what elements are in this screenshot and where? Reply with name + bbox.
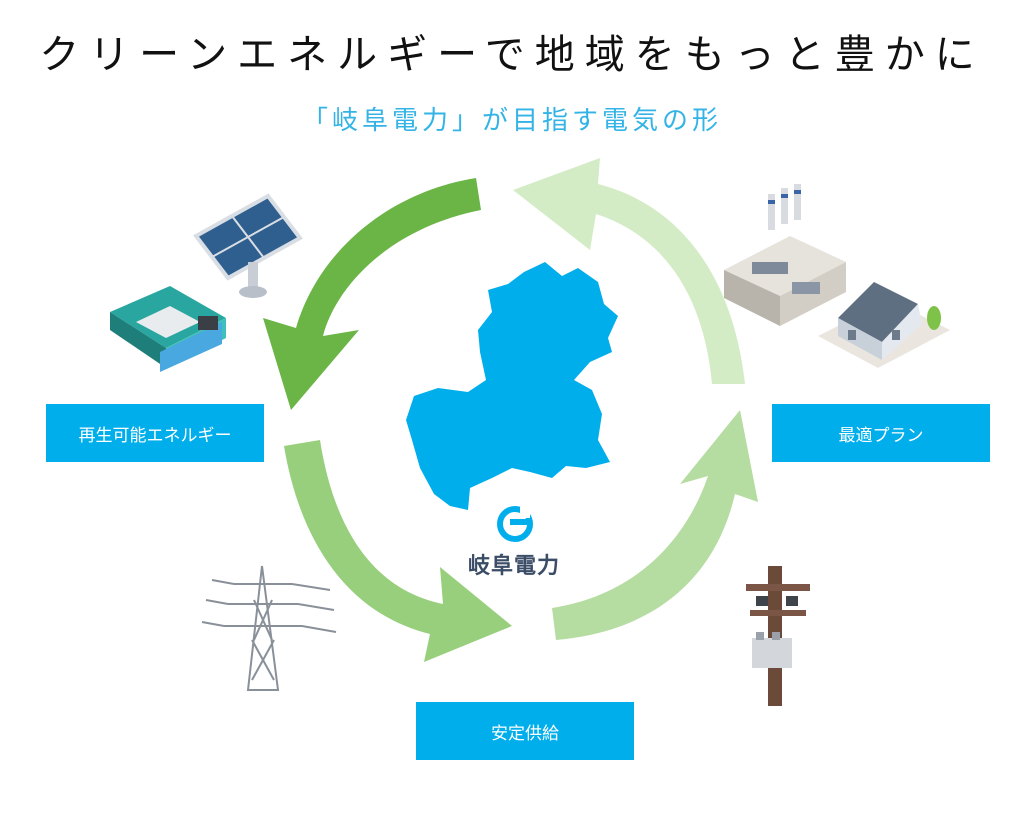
arrow-top-left <box>263 178 481 410</box>
transmission-tower-icon <box>201 565 337 691</box>
house-icon <box>818 282 950 368</box>
arrow-bottom-right <box>552 410 758 640</box>
node-renewable-energy: 再生可能エネルギー <box>46 404 264 462</box>
page-subtitle: 「岐阜電力」が目指す電気の形 <box>301 106 722 136</box>
hydro-dam-icon <box>110 286 226 372</box>
arrow-bottom-left <box>284 440 512 662</box>
cycle-arrows <box>263 158 758 662</box>
page-title: クリーンエネルギーで地域をもっと豊かに <box>39 32 985 78</box>
node-optimal-plan: 最適プラン <box>772 404 990 462</box>
logo-g-icon <box>497 506 533 542</box>
gifu-map-icon <box>406 262 618 510</box>
solar-panel-icon <box>193 193 303 298</box>
factory-icon <box>724 184 846 326</box>
utility-pole-icon <box>746 566 810 706</box>
logo-text: 岐阜電力 <box>467 554 560 579</box>
arrow-top-right <box>513 158 745 384</box>
node-stable-supply: 安定供給 <box>416 702 634 760</box>
